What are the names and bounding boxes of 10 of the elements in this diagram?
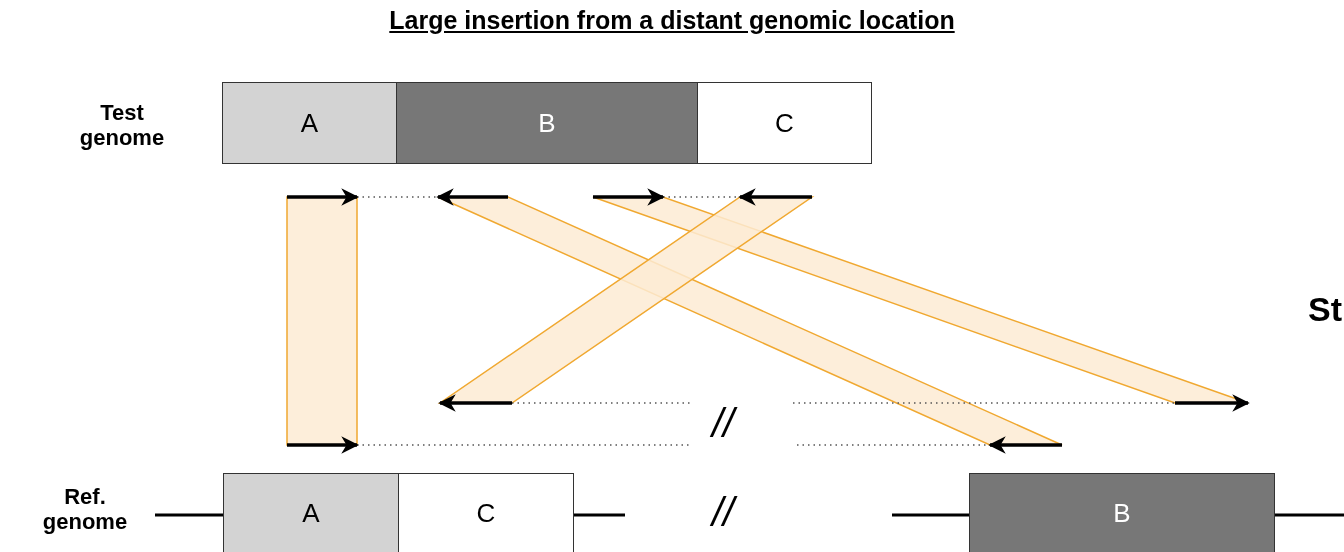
genome-segment: B	[969, 473, 1275, 552]
title: Large insertion from a distant genomic location	[389, 6, 955, 34]
genome-label: Ref. genome	[41, 484, 129, 535]
genome-segment: B	[396, 82, 698, 164]
genome-label: Test genome	[78, 100, 166, 151]
genome-segment: C	[398, 473, 574, 552]
cut-off-text: St	[1308, 290, 1342, 330]
genome-segment: C	[697, 82, 872, 164]
genome-segment: A	[223, 473, 399, 552]
genome-segment: A	[222, 82, 397, 164]
